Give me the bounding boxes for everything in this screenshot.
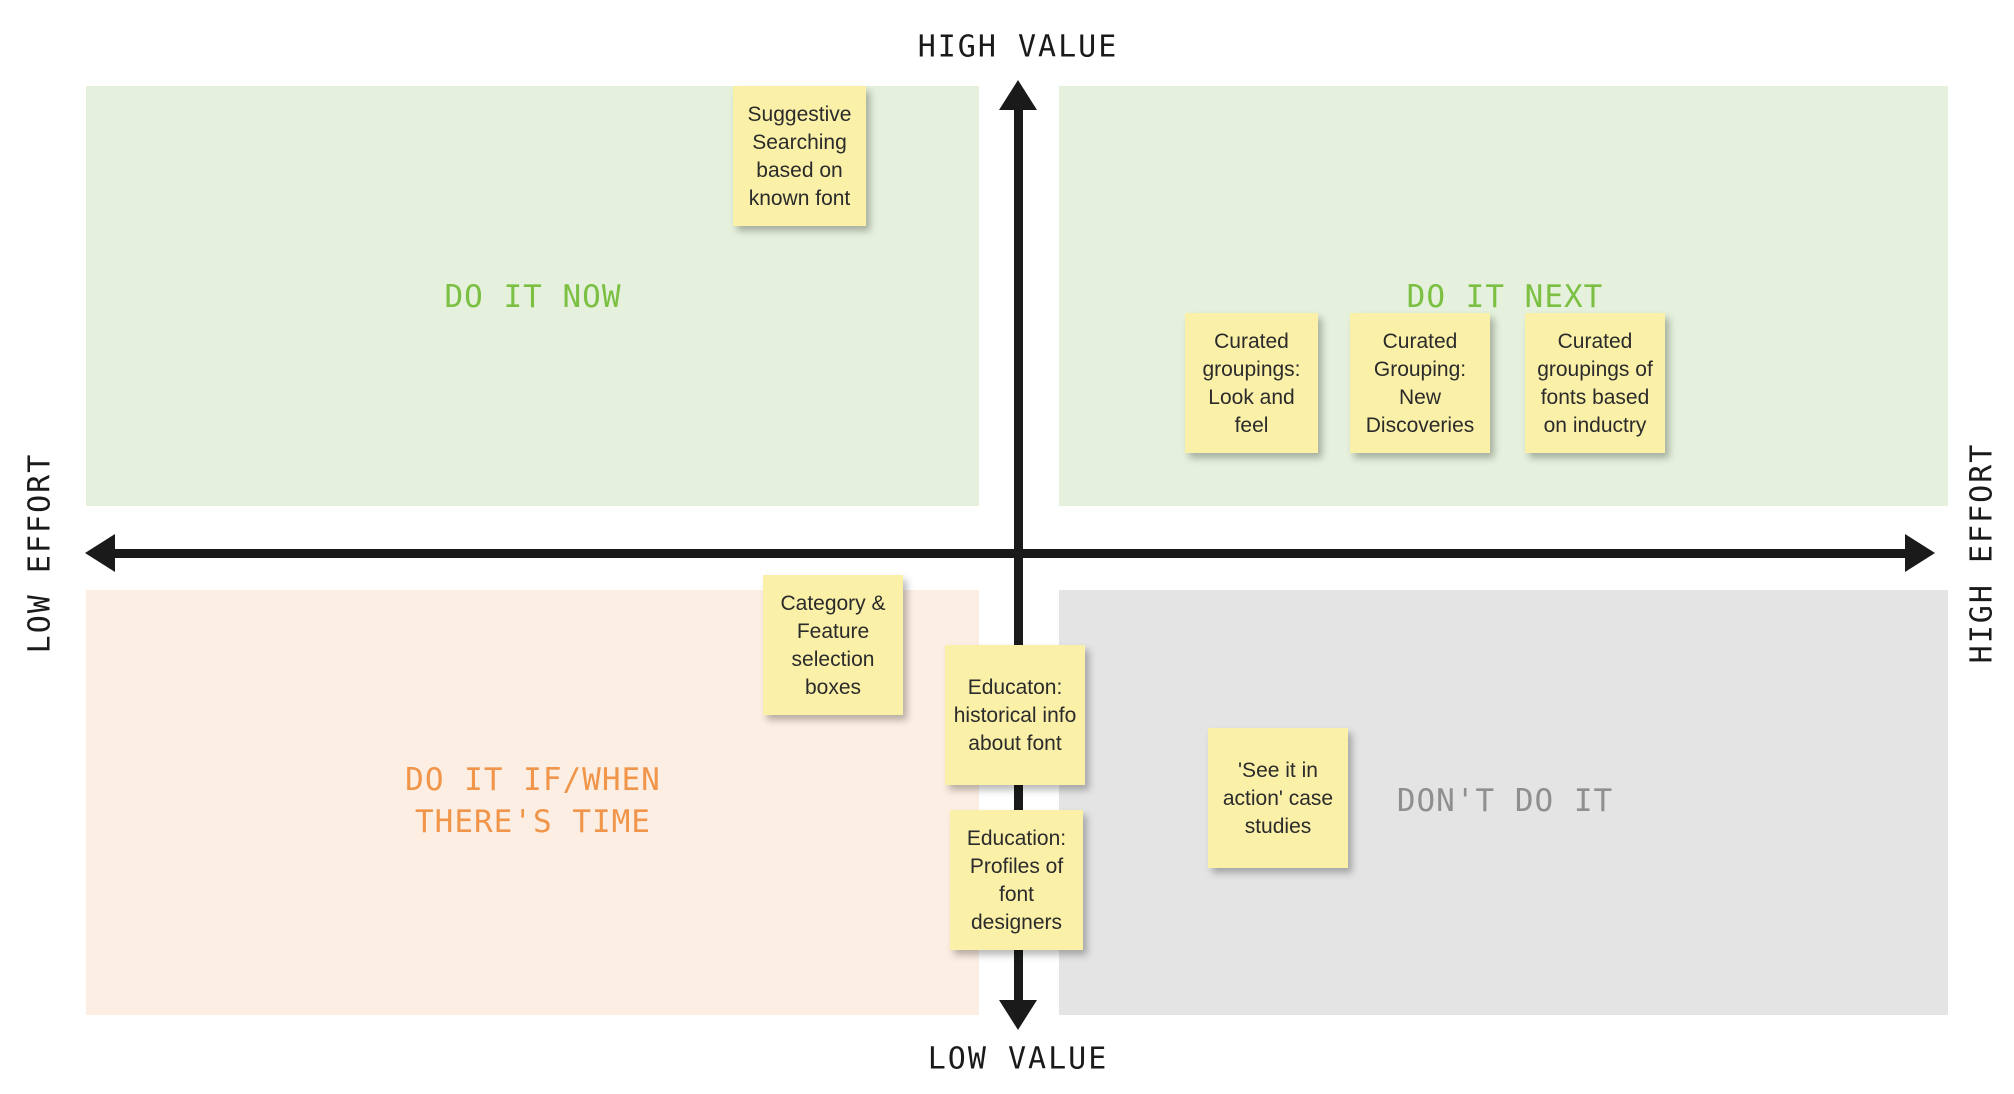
arrow-down-icon xyxy=(999,1000,1037,1030)
sticky-note-curated-grouping-new-discoveries[interactable]: Curated Grouping: New Discoveries xyxy=(1350,313,1490,453)
quadrant-label-do-it-now: DO IT NOW xyxy=(444,279,622,315)
arrow-left-icon xyxy=(85,534,115,572)
axis-label-high-value: HIGH VALUE xyxy=(917,29,1119,65)
sticky-note-suggestive-searching[interactable]: Suggestive Searching based on known font xyxy=(733,86,866,226)
sticky-note-curated-groupings-look-and-feel[interactable]: Curated groupings: Look and feel xyxy=(1185,313,1318,453)
axis-label-low-value: LOW VALUE xyxy=(927,1041,1109,1077)
sticky-note-education-historical-info[interactable]: Educaton: historical info about font xyxy=(945,645,1085,785)
axis-label-high-effort: HIGH EFFORT xyxy=(1964,442,2000,664)
sticky-note-education-profiles-of-font-designers[interactable]: Education: Profiles of font designers xyxy=(950,810,1083,950)
quadrant-label-do-it-if-when-theres-time: DO IT IF/WHEN THERE'S TIME xyxy=(405,762,661,840)
quadrant-dont-do-it xyxy=(1059,590,1948,1015)
axis-label-low-effort: LOW EFFORT xyxy=(22,452,58,654)
arrow-up-icon xyxy=(999,80,1037,110)
sticky-note-curated-groupings-by-industry[interactable]: Curated groupings of fonts based on indu… xyxy=(1525,313,1665,453)
quadrant-label-dont-do-it: DON'T DO IT xyxy=(1396,783,1614,819)
arrow-right-icon xyxy=(1905,534,1935,572)
horizontal-axis-line xyxy=(108,549,1913,558)
sticky-note-see-it-in-action-case-studies[interactable]: 'See it in action' case studies xyxy=(1208,728,1348,868)
sticky-note-category-and-feature-selection-boxes[interactable]: Category & Feature selection boxes xyxy=(763,575,903,715)
quadrant-label-do-it-next: DO IT NEXT xyxy=(1406,279,1604,315)
